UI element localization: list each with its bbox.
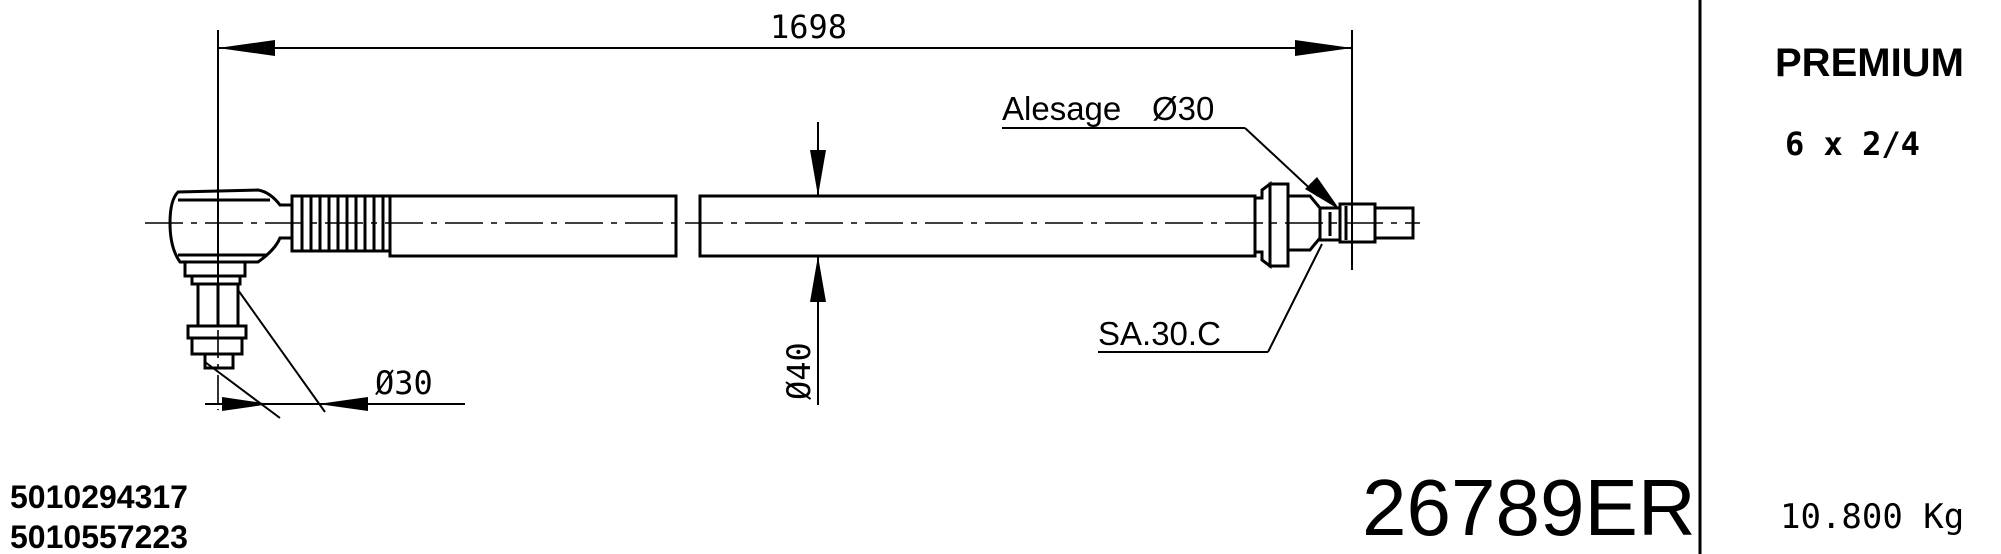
axle-config: 6 x 2/4 <box>1785 125 1920 163</box>
bore-label: Alesage <box>1002 90 1121 127</box>
ball-joint-head <box>168 150 294 410</box>
weight-value: 10.800 Kg <box>1780 497 1964 537</box>
clamp-callout: SA.30.C <box>1098 243 1323 353</box>
reference-number-2: 5010557223 <box>10 519 188 554</box>
series-label: PREMIUM <box>1775 41 1964 85</box>
part-number: 26789ER <box>1362 463 1696 552</box>
reference-number-1: 5010294317 <box>10 479 188 515</box>
length-dimension: 1698 <box>217 8 1353 300</box>
bore-diameter: Ø30 <box>1152 90 1214 127</box>
threaded-end <box>1253 181 1415 269</box>
tube-diameter-dimension: Ø40 <box>780 122 826 405</box>
length-value: 1698 <box>770 8 847 46</box>
stud-diameter-label: Ø30 <box>375 364 433 402</box>
clamp-code: SA.30.C <box>1098 315 1221 352</box>
tube-diameter-label: Ø40 <box>780 342 818 400</box>
tube <box>388 194 1257 258</box>
stud-diameter-dimension: Ø30 <box>204 289 465 419</box>
bore-callout: Alesage Ø30 <box>1002 90 1340 210</box>
